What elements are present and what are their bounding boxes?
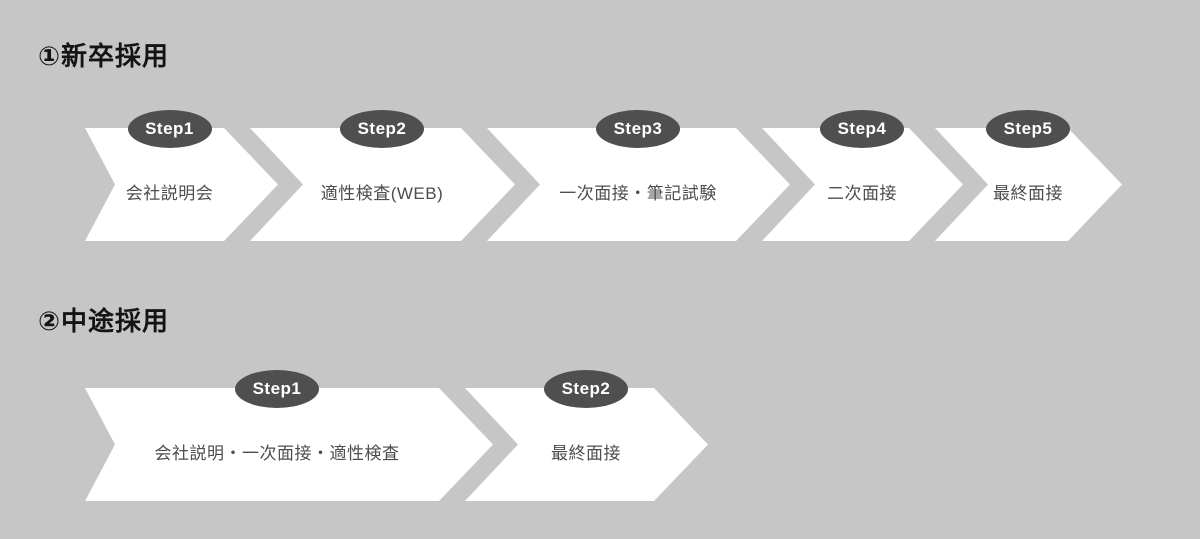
step-badge: Step2 (340, 110, 424, 148)
step-label: 二次面接 (827, 184, 897, 203)
step-label: 最終面接 (551, 444, 621, 463)
section-title-new-graduate: ①新卒採用 (38, 41, 170, 71)
new-grad-step-3: Step3 一次面接・筆記試験 (487, 110, 790, 241)
step-content: Step4 二次面接 (815, 110, 909, 241)
step-content: Step2 最終面接 (518, 370, 654, 501)
step-content: Step5 最終面接 (986, 110, 1070, 241)
new-grad-step-5: Step5 最終面接 (935, 110, 1122, 241)
step-badge: Step5 (986, 110, 1070, 148)
step-content: Step1 会社説明・一次面接・適性検査 (115, 370, 439, 501)
step-badge: Step1 (235, 370, 319, 408)
step-content: Step2 適性検査(WEB) (303, 110, 461, 241)
step-badge: Step4 (820, 110, 904, 148)
step-label: 一次面接・筆記試験 (559, 184, 717, 203)
step-content: Step1 会社説明会 (115, 110, 224, 241)
step-content: Step3 一次面接・筆記試験 (540, 110, 736, 241)
mid-career-step-1: Step1 会社説明・一次面接・適性検査 (85, 370, 493, 501)
step-badge: Step3 (596, 110, 680, 148)
step-label: 会社説明会 (125, 184, 214, 203)
new-grad-step-4: Step4 二次面接 (762, 110, 963, 241)
step-label: 適性検査(WEB) (320, 184, 444, 203)
step-label: 会社説明・一次面接・適性検査 (154, 444, 400, 463)
step-label: 最終面接 (993, 184, 1063, 203)
new-grad-step-2: Step2 適性検査(WEB) (250, 110, 515, 241)
mid-career-step-2: Step2 最終面接 (465, 370, 708, 501)
new-grad-step-1: Step1 会社説明会 (85, 110, 278, 241)
section-title-mid-career: ②中途採用 (38, 306, 170, 336)
step-badge: Step2 (544, 370, 628, 408)
step-badge: Step1 (127, 110, 212, 148)
